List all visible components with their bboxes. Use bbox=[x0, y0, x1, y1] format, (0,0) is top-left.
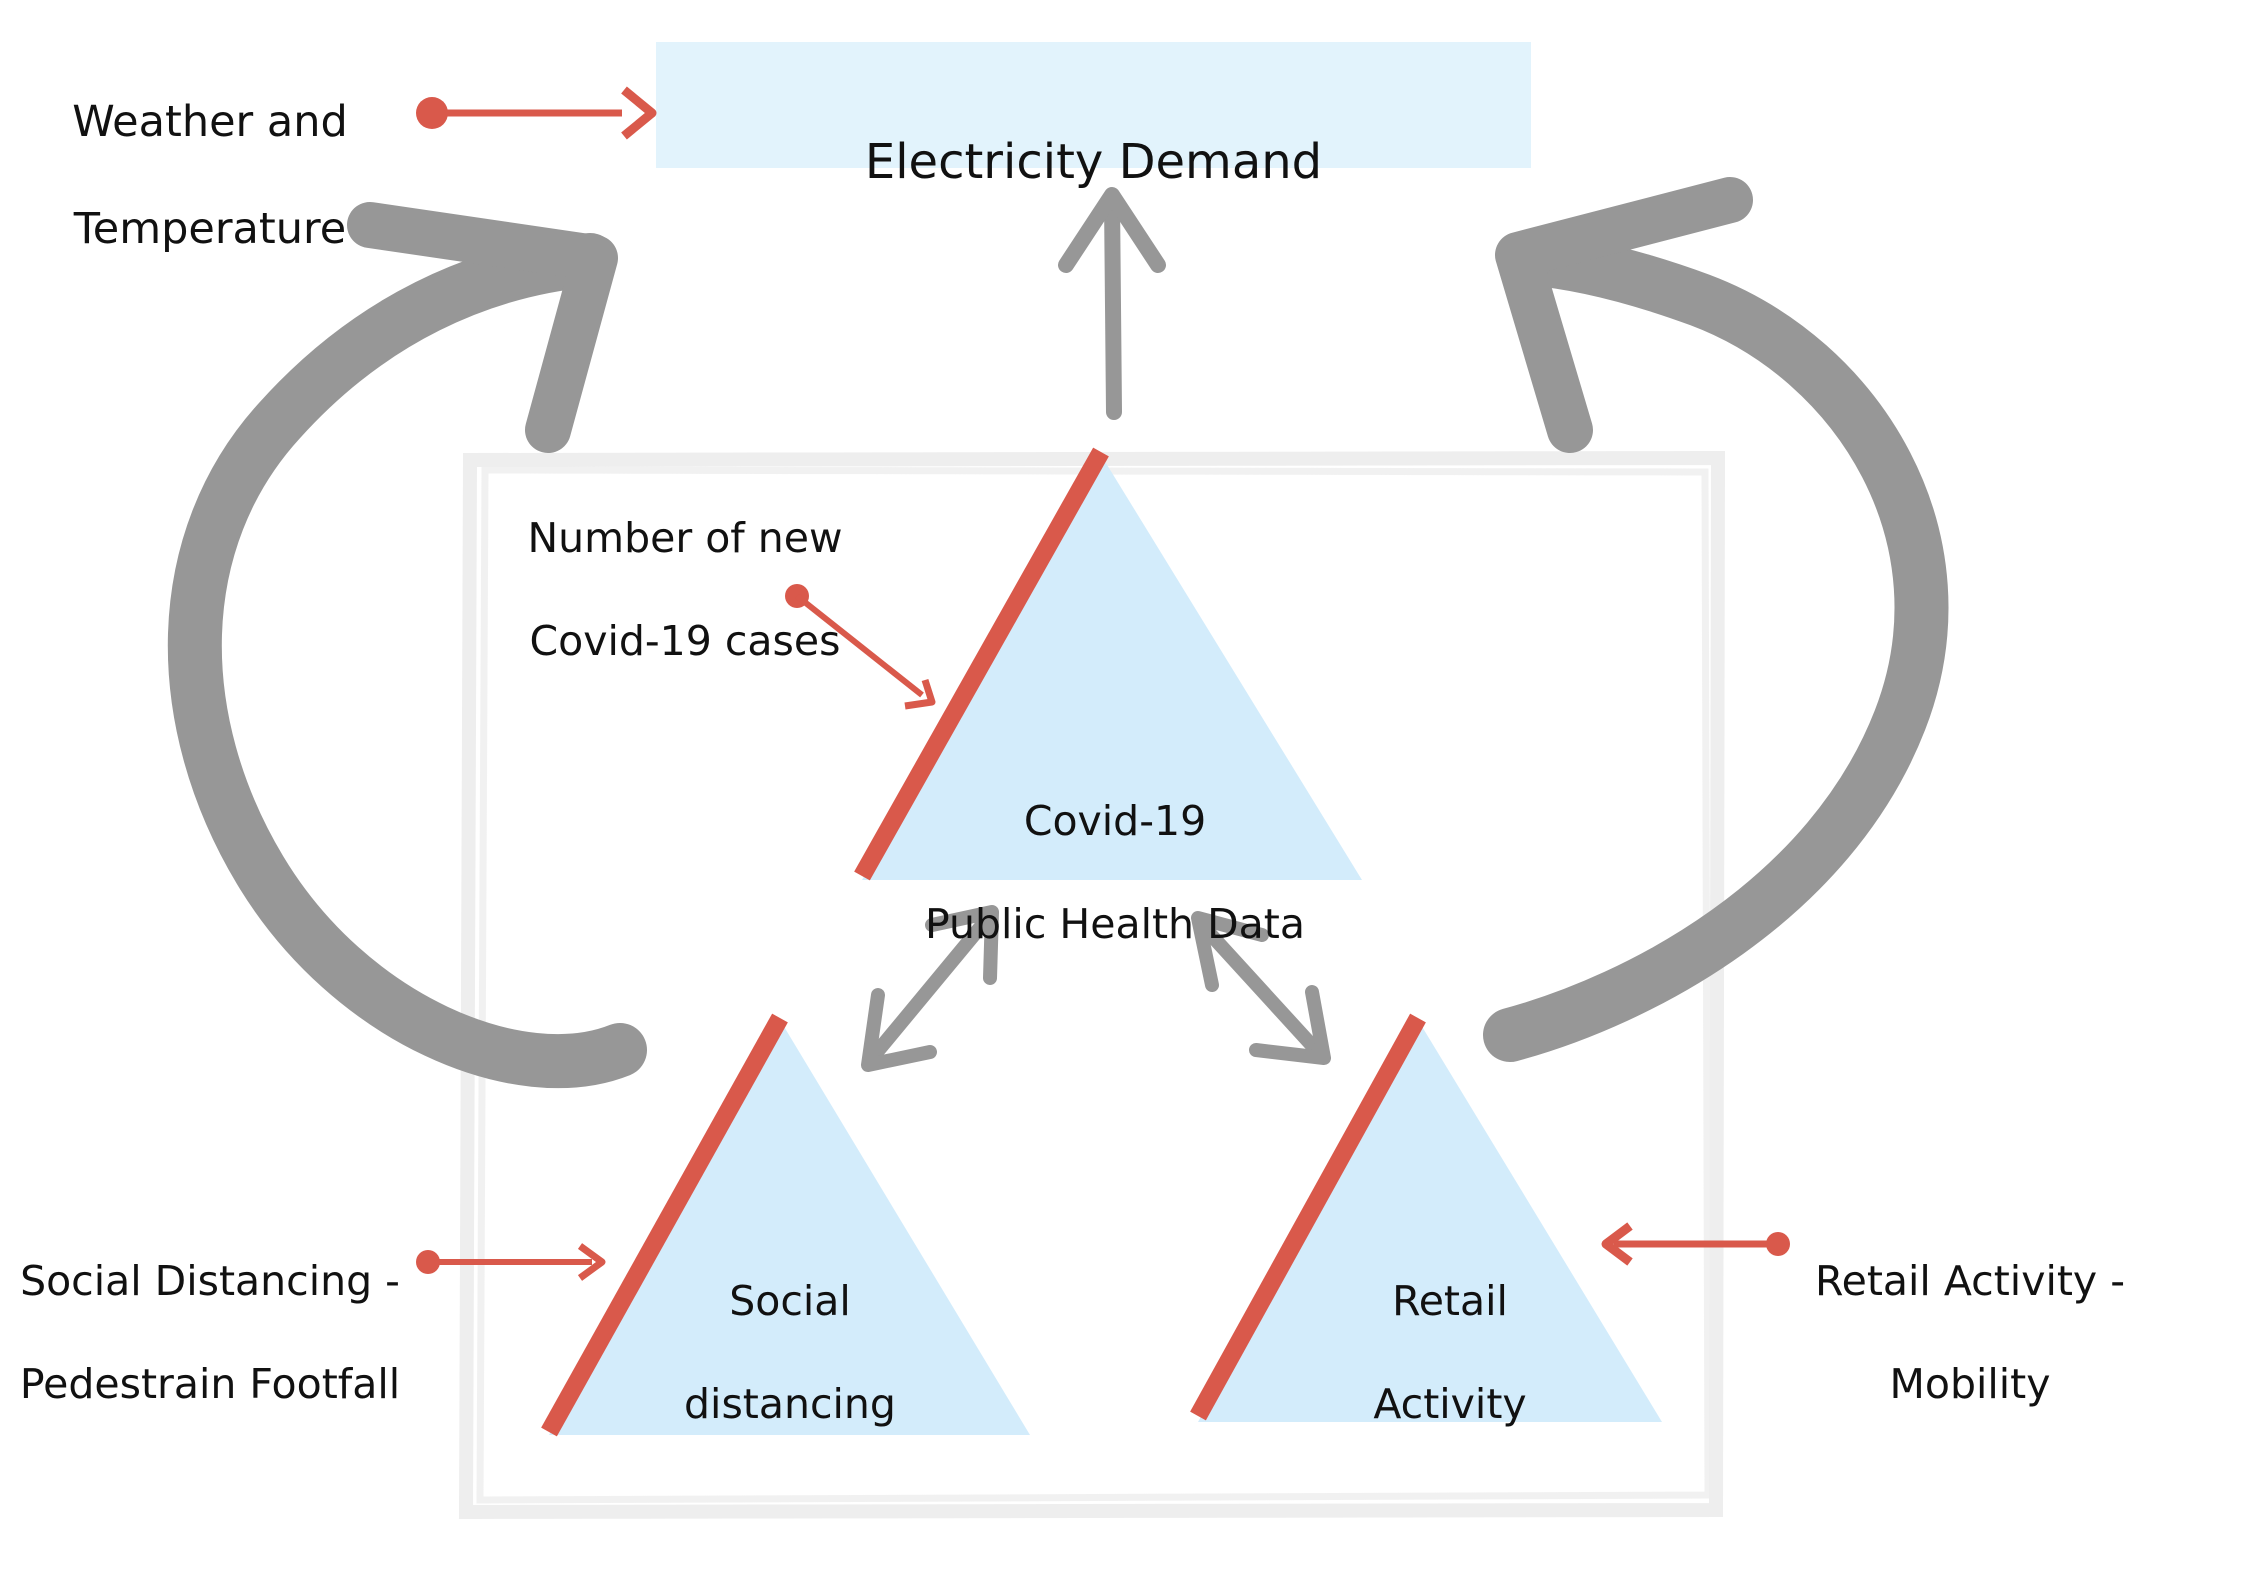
social-input-line1: Social Distancing - bbox=[20, 1257, 400, 1306]
curved-arrow-right bbox=[1483, 177, 1949, 1062]
arrow-covid-retail bbox=[1191, 911, 1331, 1065]
cases-line1: Number of new bbox=[527, 514, 843, 563]
arrow-weather-input bbox=[416, 86, 657, 140]
retail-line2: Activity bbox=[1373, 1379, 1527, 1428]
retail-input-line2: Mobility bbox=[1889, 1359, 2051, 1408]
cases-line2: Covid-19 cases bbox=[529, 616, 841, 665]
retail-triangle bbox=[1190, 1013, 1662, 1422]
social-line2: distancing bbox=[684, 1379, 896, 1428]
social-node-label: Social distancing bbox=[630, 1225, 950, 1481]
social-line1: Social bbox=[729, 1277, 851, 1326]
electricity-demand-title: Electricity Demand bbox=[864, 134, 1323, 190]
social-input-label: Social Distancing - Pedestrain Footfall bbox=[0, 1205, 420, 1461]
arrow-cases-input bbox=[785, 584, 936, 710]
social-input-line2: Pedestrain Footfall bbox=[19, 1359, 401, 1408]
covid-line2: Public Health Data bbox=[925, 899, 1305, 948]
retail-line1: Retail bbox=[1392, 1277, 1508, 1326]
arrow-social-input bbox=[416, 1243, 606, 1281]
covid-node-label: Covid-19 Public Health Data bbox=[880, 745, 1350, 1001]
weather-line2: Temperature bbox=[73, 204, 347, 255]
social-triangle bbox=[541, 1013, 1030, 1437]
retail-node-label: Retail Activity bbox=[1300, 1225, 1600, 1481]
curved-arrow-left bbox=[167, 202, 647, 1089]
covid-triangle bbox=[854, 447, 1362, 881]
weather-label: Weather and Temperature bbox=[20, 42, 400, 311]
arrow-covid-social bbox=[861, 905, 999, 1072]
arrow-covid-to-demand bbox=[1058, 187, 1166, 420]
weather-line1: Weather and bbox=[72, 96, 348, 147]
title-box bbox=[656, 42, 1531, 168]
retail-input-line1: Retail Activity - bbox=[1814, 1257, 2126, 1306]
retail-input-label: Retail Activity - Mobility bbox=[1800, 1205, 2140, 1461]
covid-line1: Covid-19 bbox=[1023, 797, 1207, 846]
cases-label: Number of new Covid-19 cases bbox=[500, 462, 870, 718]
arrow-retail-input bbox=[1601, 1222, 1790, 1266]
frame-box bbox=[458, 450, 1726, 1520]
